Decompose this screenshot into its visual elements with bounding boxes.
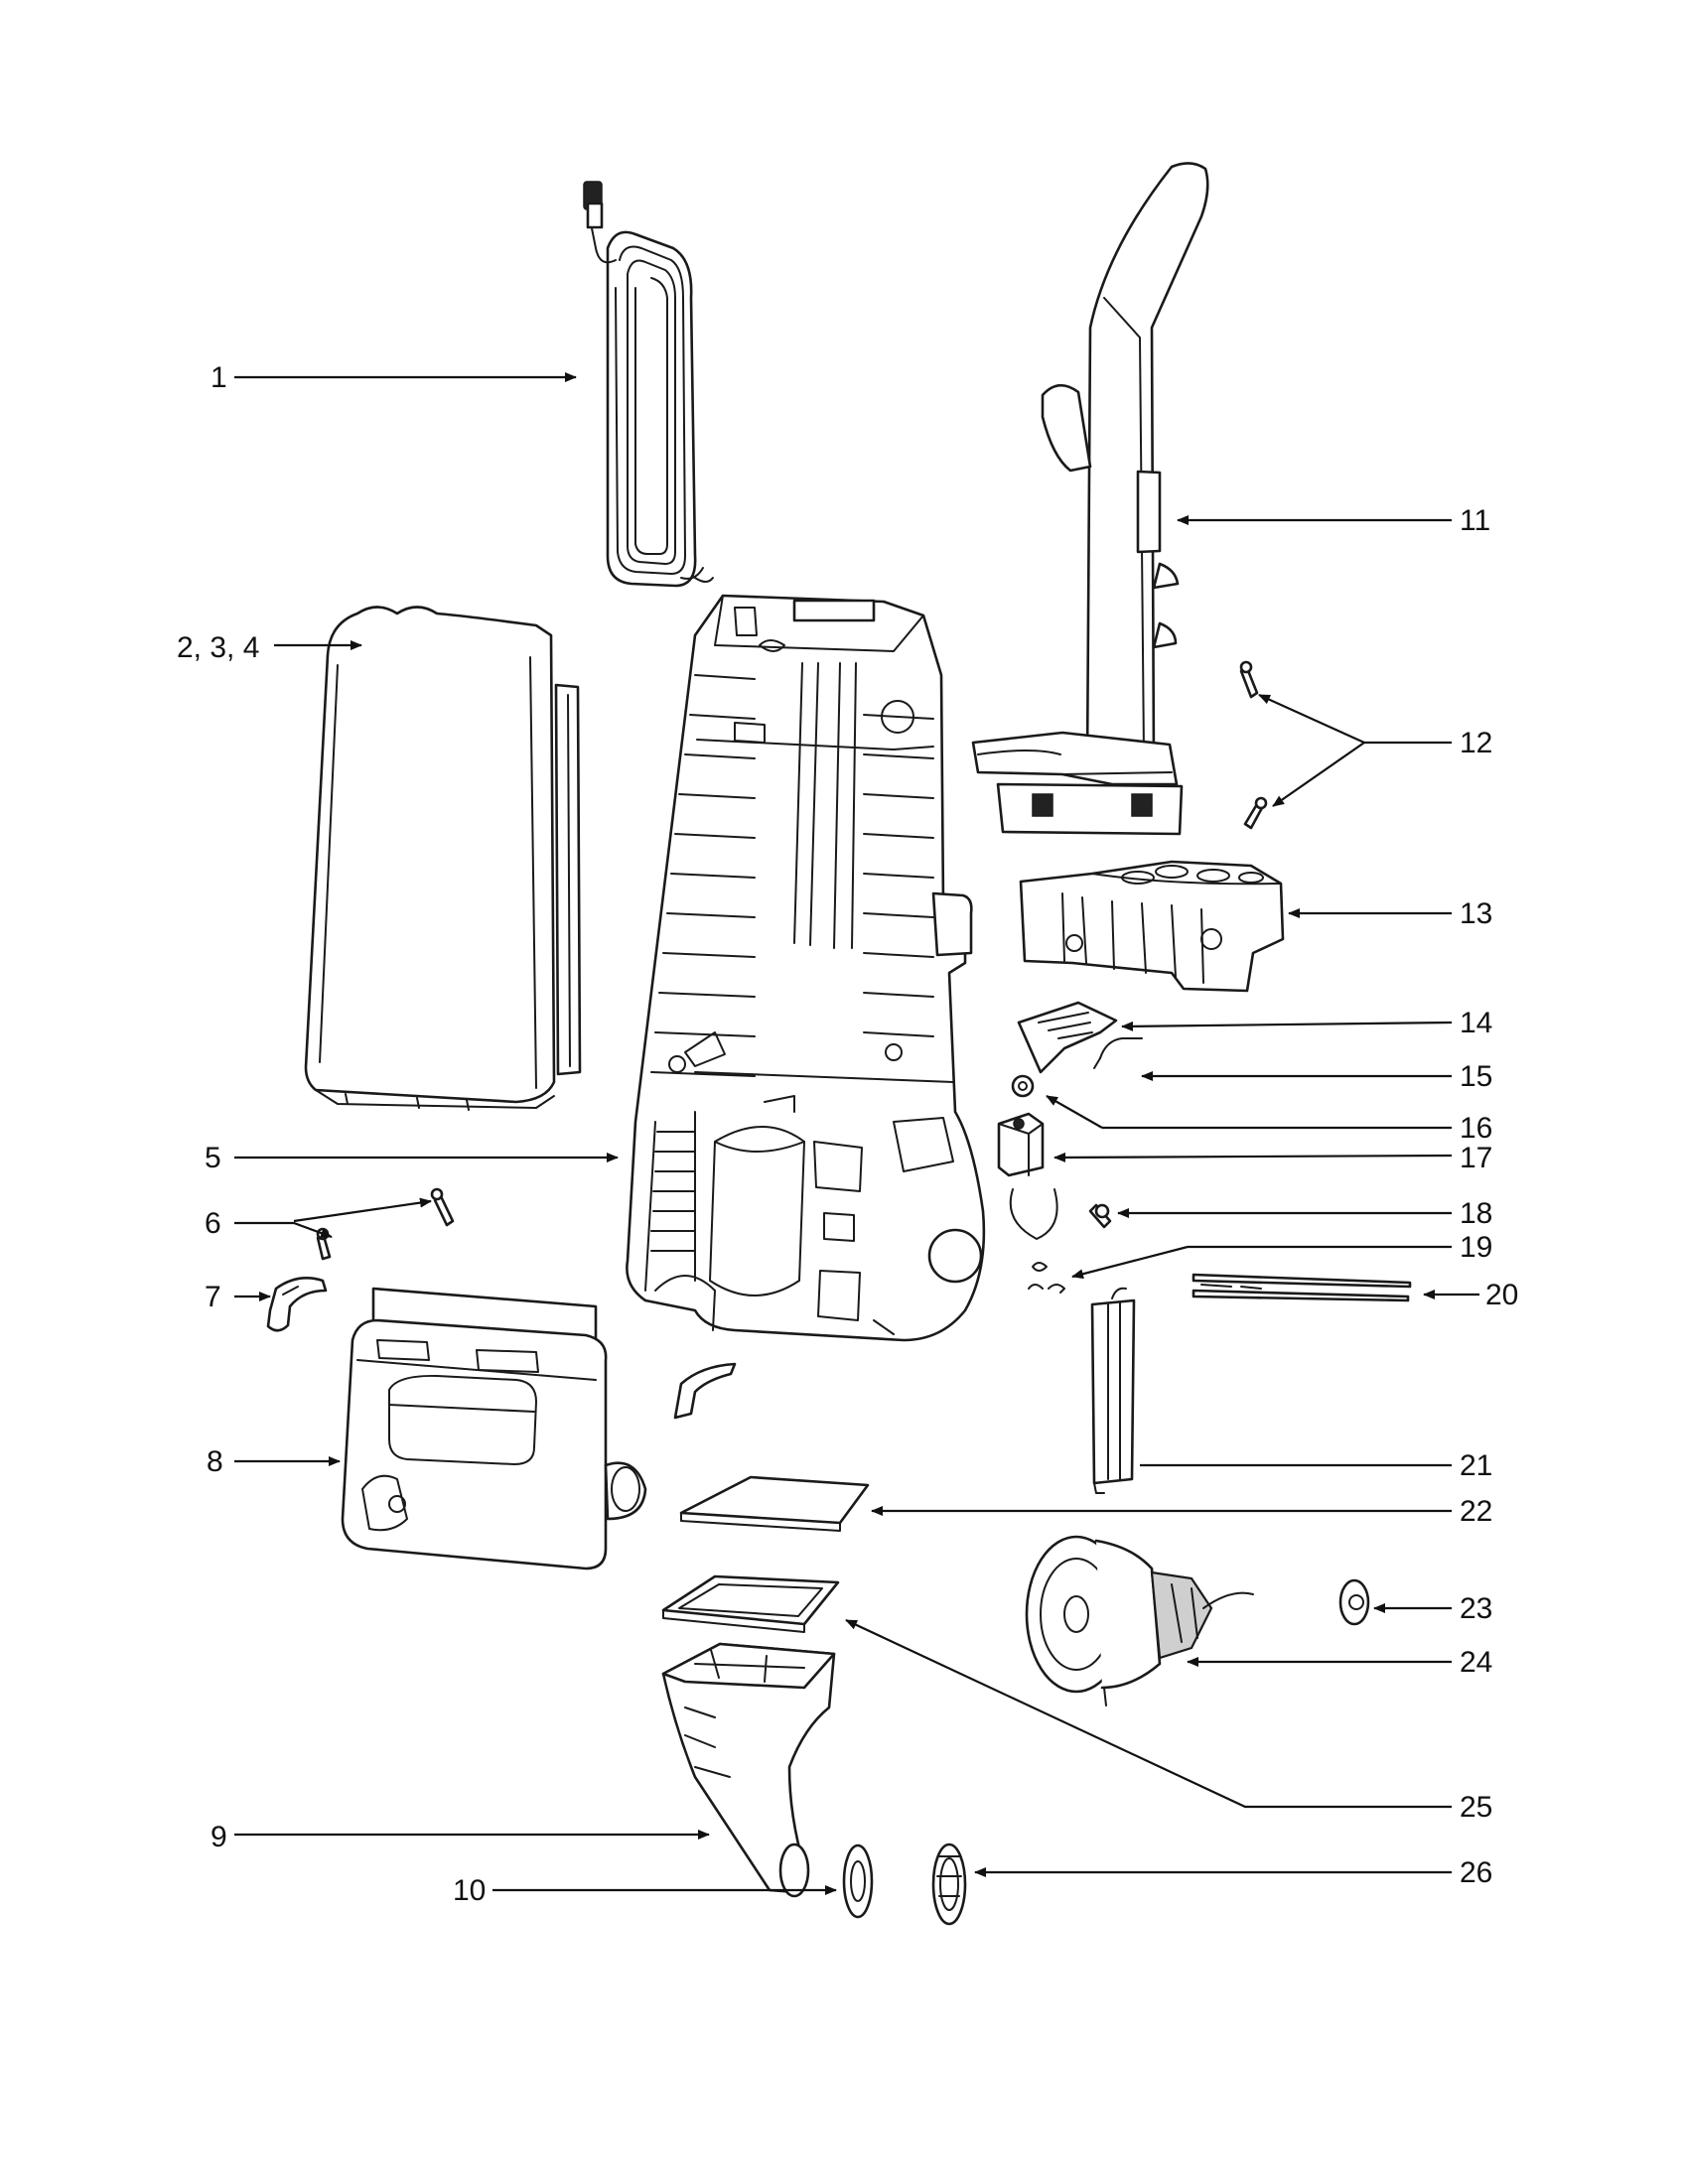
callout-11: 11 [1460,504,1490,537]
leader-arrows [234,372,1479,1895]
nozzle-duct-part [661,1642,836,1898]
handle-tube-part [971,162,1209,836]
callout-17: 17 [1460,1142,1492,1174]
motor-part [1025,1535,1254,1706]
callout-23: 23 [1460,1592,1492,1625]
callout-25: 25 [1460,1791,1492,1824]
callout-20: 20 [1485,1279,1518,1311]
callout-24: 24 [1460,1646,1492,1679]
leader-16a [1046,1095,1103,1129]
filter-pad-part [679,1475,870,1532]
channel-part [1090,1287,1136,1494]
callout-13: 13 [1460,897,1492,930]
screw-pair-part [1239,660,1268,830]
pivot-cover-part [1019,860,1285,993]
callout-16: 16 [1460,1112,1492,1145]
callout-8: 8 [207,1445,223,1478]
screw-part [1088,1203,1112,1229]
callout-19: 19 [1460,1231,1492,1264]
callout-6: 6 [205,1207,221,1240]
leader-19a [1071,1245,1189,1280]
leader-6a [234,1221,333,1239]
screw-pair-part [316,1187,455,1261]
callout-2-3-4: 2, 3, 4 [177,631,259,664]
callout-18: 18 [1460,1197,1492,1230]
small-clips-part [1028,1262,1065,1294]
clip-part [266,1277,328,1332]
callout-labels: 1 2, 3, 4 5 6 7 8 9 10 11 12 13 14 15 16… [177,361,1518,1907]
washer-part [1011,1074,1035,1098]
bag-cover-part [304,606,582,1111]
leader-6b [293,1197,432,1223]
power-cord-part [583,181,714,588]
callout-1: 1 [210,361,227,394]
callout-12: 12 [1460,727,1492,759]
switch-part [997,1112,1058,1240]
large-wheel-part [931,1843,967,1926]
bracket-part [673,1362,737,1420]
callout-15: 15 [1460,1060,1492,1093]
filter-frame-part [661,1574,840,1633]
callout-10: 10 [453,1874,486,1907]
callout-5: 5 [205,1142,221,1174]
wire-spring-part [1093,1037,1143,1069]
leader-12b [1272,742,1365,807]
leader-14 [1121,1021,1453,1031]
bag-housing-panel-part [341,1287,647,1570]
callout-26: 26 [1460,1856,1492,1889]
callout-21: 21 [1460,1449,1492,1482]
switch-plate-part [1017,1001,1118,1074]
callout-22: 22 [1460,1495,1492,1528]
main-housing-part [626,594,986,1342]
callout-9: 9 [210,1821,227,1853]
small-wheel-part [842,1843,874,1919]
leader-12a [1258,693,1365,745]
callout-7: 7 [205,1281,221,1313]
leader-17 [1053,1152,1453,1162]
rods-part [1192,1273,1412,1302]
end-cap-part [1338,1578,1370,1626]
callout-14: 14 [1460,1007,1492,1039]
leader-25 [845,1619,1452,1809]
